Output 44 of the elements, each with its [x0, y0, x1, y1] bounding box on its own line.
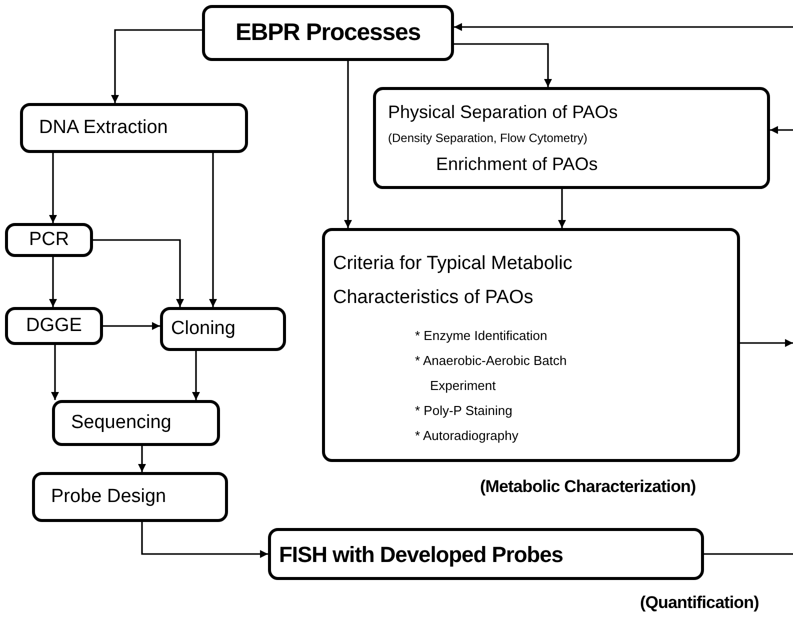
node-label: DNA Extraction — [39, 116, 168, 140]
node-label: Enrichment of PAOs — [435, 153, 598, 176]
arrow — [770, 126, 793, 134]
process-box — [32, 472, 228, 522]
node-label: EBPR Processes — [235, 18, 421, 48]
arrow — [558, 189, 566, 228]
arrow — [103, 322, 160, 330]
arrow — [209, 153, 217, 307]
arrow — [138, 446, 146, 472]
arrow — [192, 351, 200, 400]
process-box — [5, 307, 103, 345]
node-label: Sequencing — [71, 410, 172, 435]
process-box — [268, 528, 704, 580]
process-box — [52, 400, 220, 446]
node-label: * Poly-P Staining — [414, 402, 512, 420]
arrow — [141, 522, 268, 558]
arrow — [454, 23, 793, 31]
arrow — [93, 239, 184, 307]
arrow — [49, 153, 57, 223]
process-box — [373, 87, 770, 189]
arrow — [740, 339, 793, 347]
process-box — [322, 228, 740, 462]
process-box — [202, 5, 454, 61]
node-label: (Density Separation, Flow Cytometry) — [388, 130, 588, 147]
process-box — [160, 307, 286, 351]
arrow — [344, 61, 352, 228]
node-label: * Anaerobic-Aerobic Batch Experiment — [414, 352, 568, 395]
process-box — [20, 103, 248, 153]
node-label: Cloning — [171, 316, 236, 341]
node-label: Probe Design — [51, 484, 166, 509]
node-label: * Autoradiography — [414, 427, 520, 445]
arrow — [454, 43, 552, 87]
process-box — [5, 223, 93, 257]
node-label: * Enzyme Identification — [414, 327, 548, 345]
node-caption: (Quantification) — [640, 592, 759, 614]
node-label: Criteria for Typical Metabolic Characteristics of PAOs — [333, 252, 574, 310]
node-label: Physical Separation of PAOs — [388, 101, 618, 124]
node-label: DGGE — [26, 314, 82, 338]
node-label: FISH with Developed Probes — [279, 540, 563, 569]
arrow — [51, 345, 59, 400]
arrow — [49, 257, 57, 307]
arrow — [111, 29, 202, 103]
node-caption: (Metabolic Characterization) — [480, 476, 696, 498]
node-label: PCR — [28, 228, 70, 252]
